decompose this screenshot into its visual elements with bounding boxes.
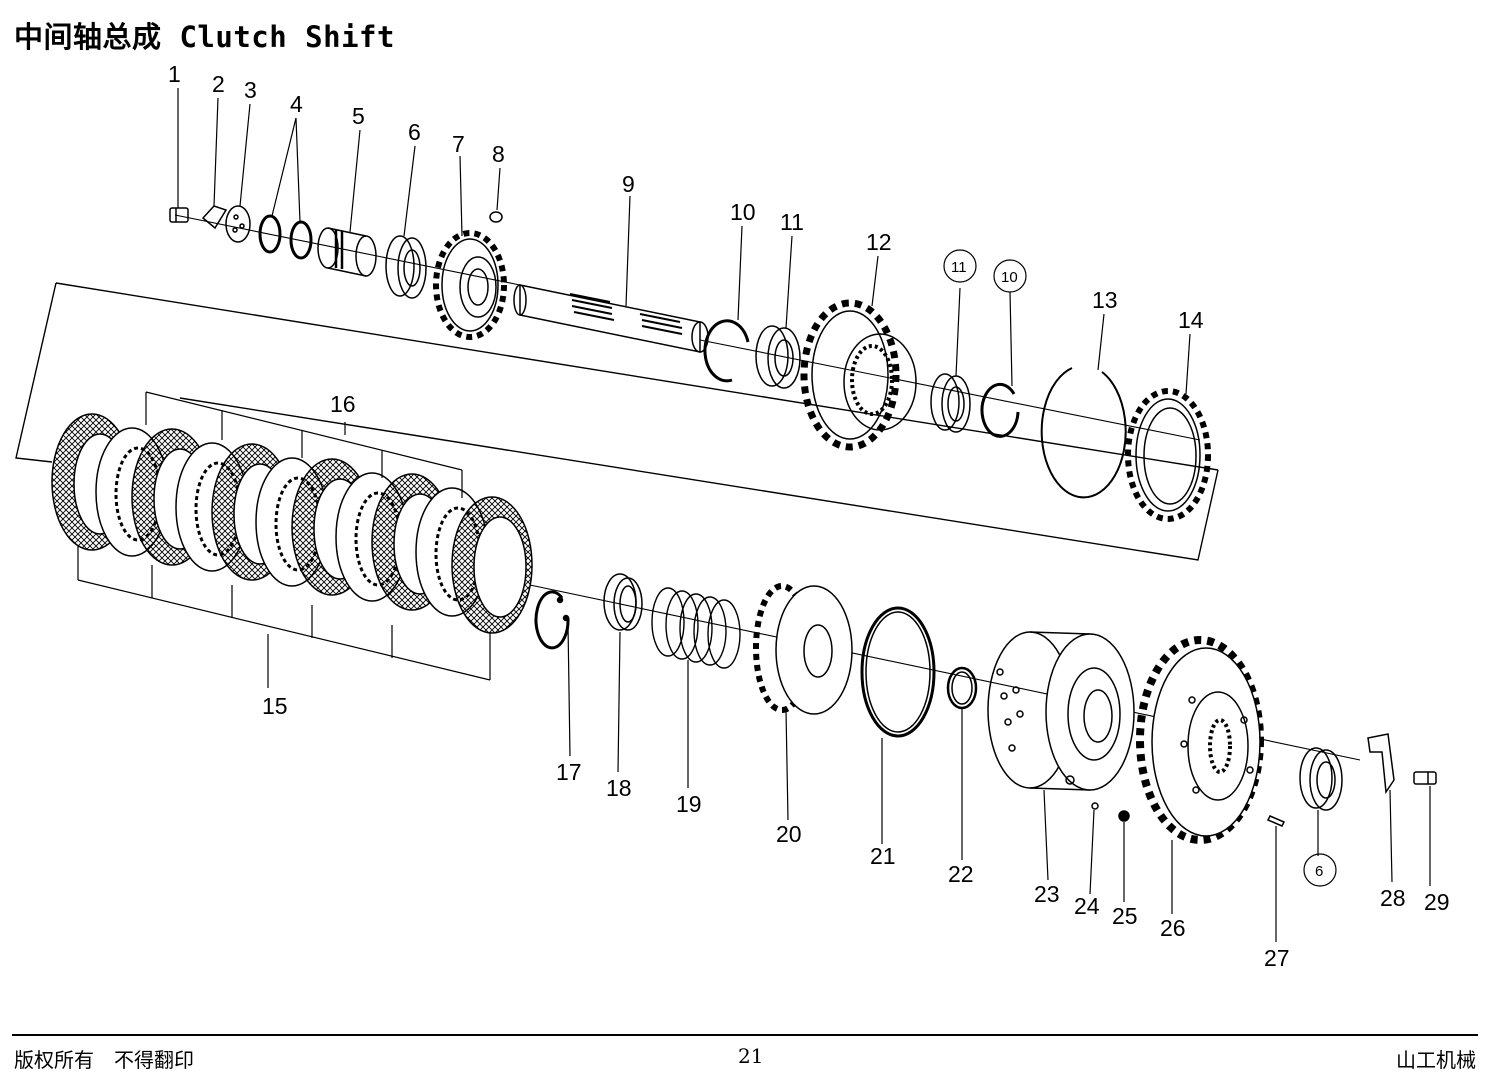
part-5-sleeve xyxy=(317,227,377,277)
part-2-lock-plate xyxy=(201,205,228,230)
part-24-ball xyxy=(1091,802,1099,810)
friction-disc xyxy=(451,496,533,634)
part-20-piston xyxy=(753,583,853,715)
part-label-5: 5 xyxy=(352,103,365,129)
part-label-9: 9 xyxy=(622,171,635,197)
part-label-18: 18 xyxy=(606,775,632,801)
part-label-16: 16 xyxy=(330,391,356,417)
part-label-1: 1 xyxy=(168,61,181,87)
part-12-gear xyxy=(800,299,917,451)
part-label-24: 24 xyxy=(1074,893,1100,919)
part-label-17: 17 xyxy=(556,759,582,785)
page-title: 中间轴总成 Clutch Shift xyxy=(14,20,395,54)
part-17-snap-ring xyxy=(534,590,570,650)
part-label-28: 28 xyxy=(1380,885,1406,911)
part-11-bearing xyxy=(755,325,801,389)
part-18-ring xyxy=(603,573,643,631)
part-label-12: 12 xyxy=(866,229,892,255)
exploded-parts-diagram: 1 2 3 4 5 6 7 8 9 10 11 12 13 14 15 16 1… xyxy=(15,61,1450,971)
part-label-15: 15 xyxy=(262,693,288,719)
part-label-20: 20 xyxy=(776,821,802,847)
part-6b-bearing xyxy=(1299,747,1343,811)
part-22-o-ring xyxy=(946,666,978,710)
part-label-7: 7 xyxy=(452,131,465,157)
part-label-13: 13 xyxy=(1092,287,1118,313)
part-label-19: 19 xyxy=(676,791,702,817)
part-label-29: 29 xyxy=(1424,889,1450,915)
part-label-4: 4 xyxy=(290,91,303,117)
part-label-27: 27 xyxy=(1264,945,1290,971)
part-label-11: 11 xyxy=(780,209,804,235)
part-27-pin xyxy=(1266,815,1286,827)
part-11b-bearing xyxy=(930,373,971,433)
part-14-gear-ring xyxy=(1125,388,1211,522)
part-23-clutch-drum xyxy=(987,631,1135,791)
grouping-brackets xyxy=(77,391,491,688)
part-label-25: 25 xyxy=(1112,903,1138,929)
part-label-2: 2 xyxy=(212,71,225,97)
part-label-23: 23 xyxy=(1034,881,1060,907)
circled-label-10: 10 xyxy=(1001,269,1018,286)
part-8-pin xyxy=(489,211,503,223)
footer-company: 山工机械 xyxy=(1396,1048,1476,1072)
circled-label-6: 6 xyxy=(1315,863,1323,880)
part-13-retaining-ring xyxy=(1040,367,1127,499)
footer-divider xyxy=(12,1034,1478,1036)
part-1-bolt xyxy=(169,207,189,223)
circled-labels: 11 10 6 xyxy=(943,249,1337,887)
part-7-gear xyxy=(433,230,507,340)
part-4-ring-a xyxy=(258,214,282,254)
part-label-14: 14 xyxy=(1178,307,1204,333)
part-3-washer xyxy=(225,205,251,243)
clutch-disc-stack xyxy=(51,413,533,634)
part-19-spring xyxy=(651,587,741,669)
part-label-10: 10 xyxy=(730,199,756,225)
part-label-8: 8 xyxy=(492,141,505,167)
part-label-22: 22 xyxy=(948,861,974,887)
upper-assembly xyxy=(169,205,1211,522)
lower-assembly xyxy=(534,573,1437,844)
part-6-bearing xyxy=(385,235,427,299)
part-21-seal-ring xyxy=(860,606,936,738)
part-28-lock-plate xyxy=(1367,733,1395,795)
part-label-6: 6 xyxy=(408,119,421,145)
part-10-snap-ring xyxy=(703,319,750,383)
footer-copyright: 版权所有 不得翻印 xyxy=(14,1048,194,1072)
part-label-26: 26 xyxy=(1160,915,1186,941)
part-4-ring-b xyxy=(289,220,313,260)
part-label-3: 3 xyxy=(244,77,257,103)
bracket-frame xyxy=(15,282,1219,561)
part-label-21: 21 xyxy=(870,843,896,869)
part-29-bolt xyxy=(1413,771,1437,785)
part-9-shaft xyxy=(513,284,709,353)
part-26-gear xyxy=(1136,636,1264,844)
part-10b-snap-ring xyxy=(980,382,1020,438)
part-labels: 1 2 3 4 5 6 7 8 9 10 11 12 13 14 15 16 1… xyxy=(168,61,1450,971)
leader-lines xyxy=(177,88,1431,942)
circled-label-11: 11 xyxy=(951,259,967,276)
page-number: 21 xyxy=(738,1044,764,1068)
part-25-plug xyxy=(1118,810,1130,822)
